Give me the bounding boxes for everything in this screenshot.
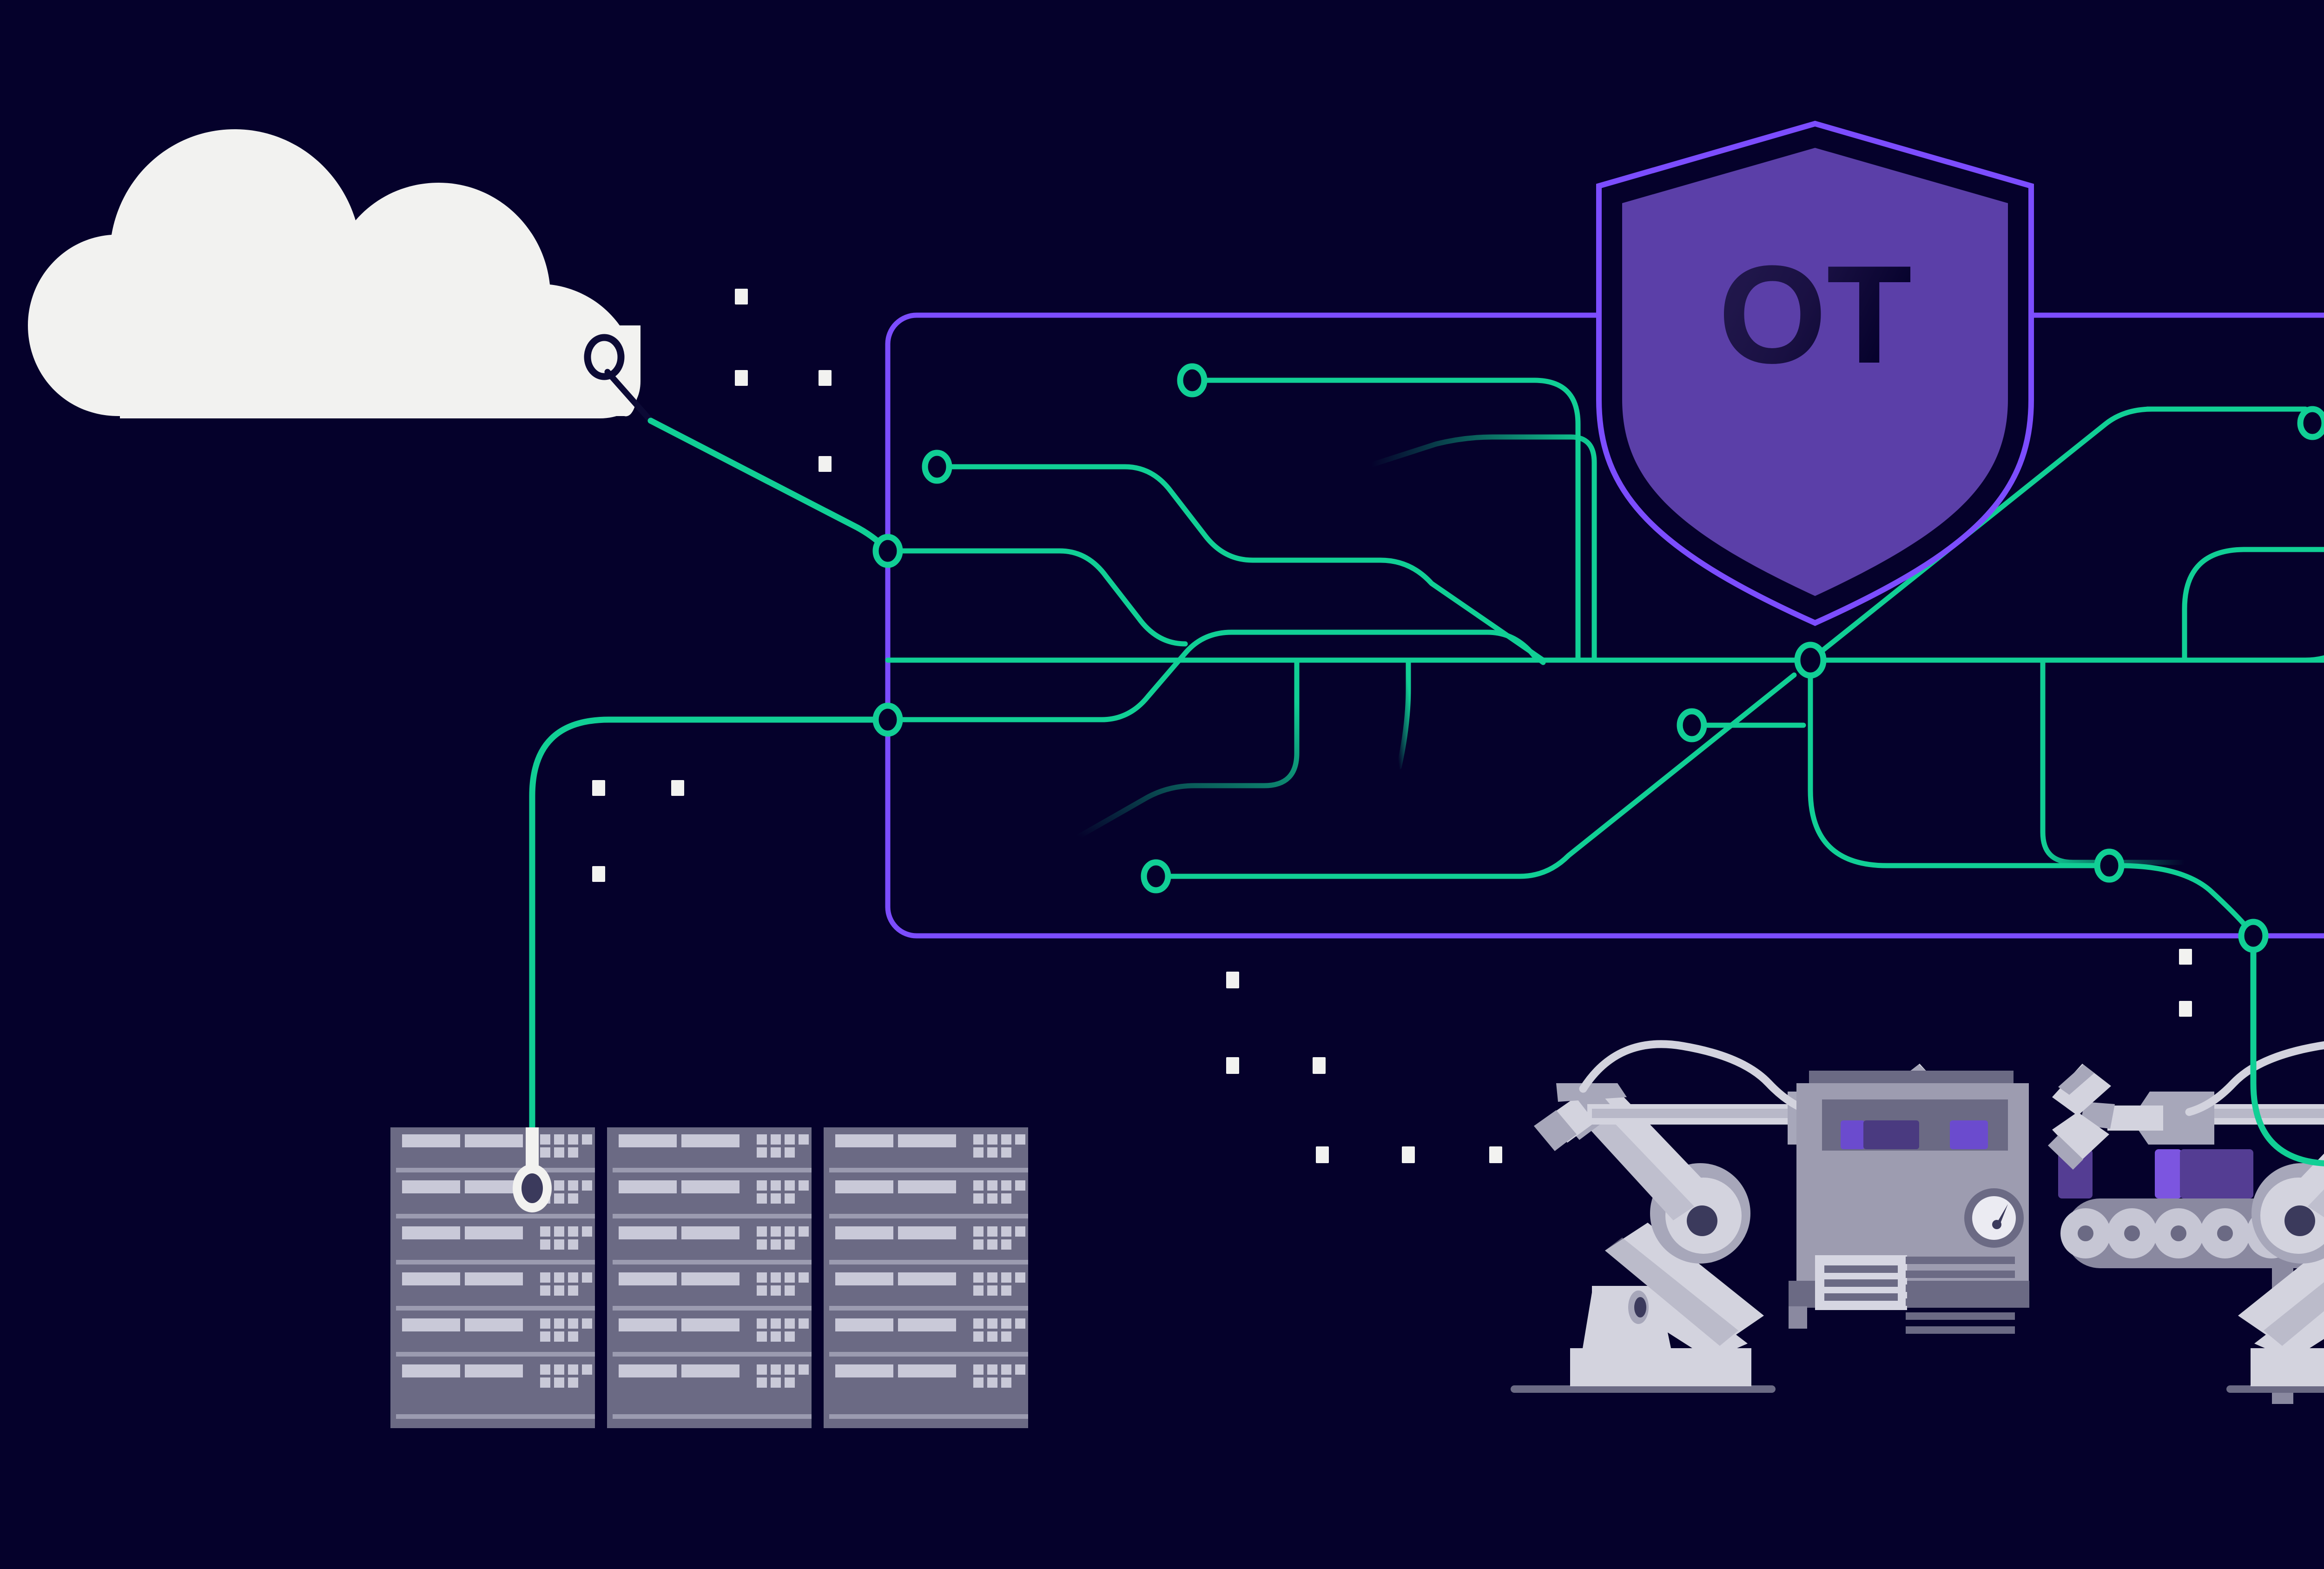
server-rack-column	[824, 1127, 1028, 1428]
server-rack-column	[390, 1127, 595, 1428]
ot-shield-label: OT	[1718, 236, 1912, 392]
node-bottom	[2094, 848, 2125, 883]
server-unit	[824, 1357, 1028, 1428]
server-unit	[607, 1357, 812, 1428]
circuit-traces	[885, 377, 2324, 1166]
ot-shield: OT	[1596, 120, 2034, 626]
node-board-exit	[2238, 919, 2269, 953]
node-board-left-lower	[872, 702, 903, 737]
trace-b	[934, 464, 1546, 663]
trace-hub-to-bottom	[1808, 667, 2104, 868]
trace-left-upper	[885, 548, 1188, 647]
trace-c	[1153, 672, 1797, 879]
cable-board-to-robot	[2250, 943, 2324, 1166]
cloud-connector	[584, 334, 654, 424]
node-trace-b-start	[922, 450, 952, 484]
circuit-trace-faded	[1076, 434, 2187, 865]
node-board-left-upper	[872, 534, 903, 568]
robot-arm-left	[1511, 1040, 1954, 1393]
node-trace-a-start	[1177, 363, 1208, 397]
server-unit	[607, 1173, 812, 1244]
cable-board-to-server	[529, 716, 891, 1175]
trace-a	[1189, 377, 1581, 663]
cloud	[28, 129, 640, 418]
trace-right-mid	[2182, 547, 2324, 663]
node-hub-center	[1794, 642, 1827, 679]
server-rack-column	[607, 1127, 812, 1428]
node-right-top	[2297, 406, 2324, 440]
server-unit	[390, 1357, 595, 1428]
robot-arm-right	[2048, 1041, 2324, 1393]
node-midlow	[1677, 708, 1707, 742]
server-rack	[390, 1127, 1028, 1428]
circuit-nodes	[872, 363, 2324, 953]
trace-right-low	[2233, 655, 2324, 663]
conveyor-box	[2155, 1149, 2253, 1198]
factory-machine	[1789, 1071, 2029, 1334]
trace-left-lower	[885, 629, 1546, 722]
node-trace-c-start	[1141, 859, 1171, 894]
